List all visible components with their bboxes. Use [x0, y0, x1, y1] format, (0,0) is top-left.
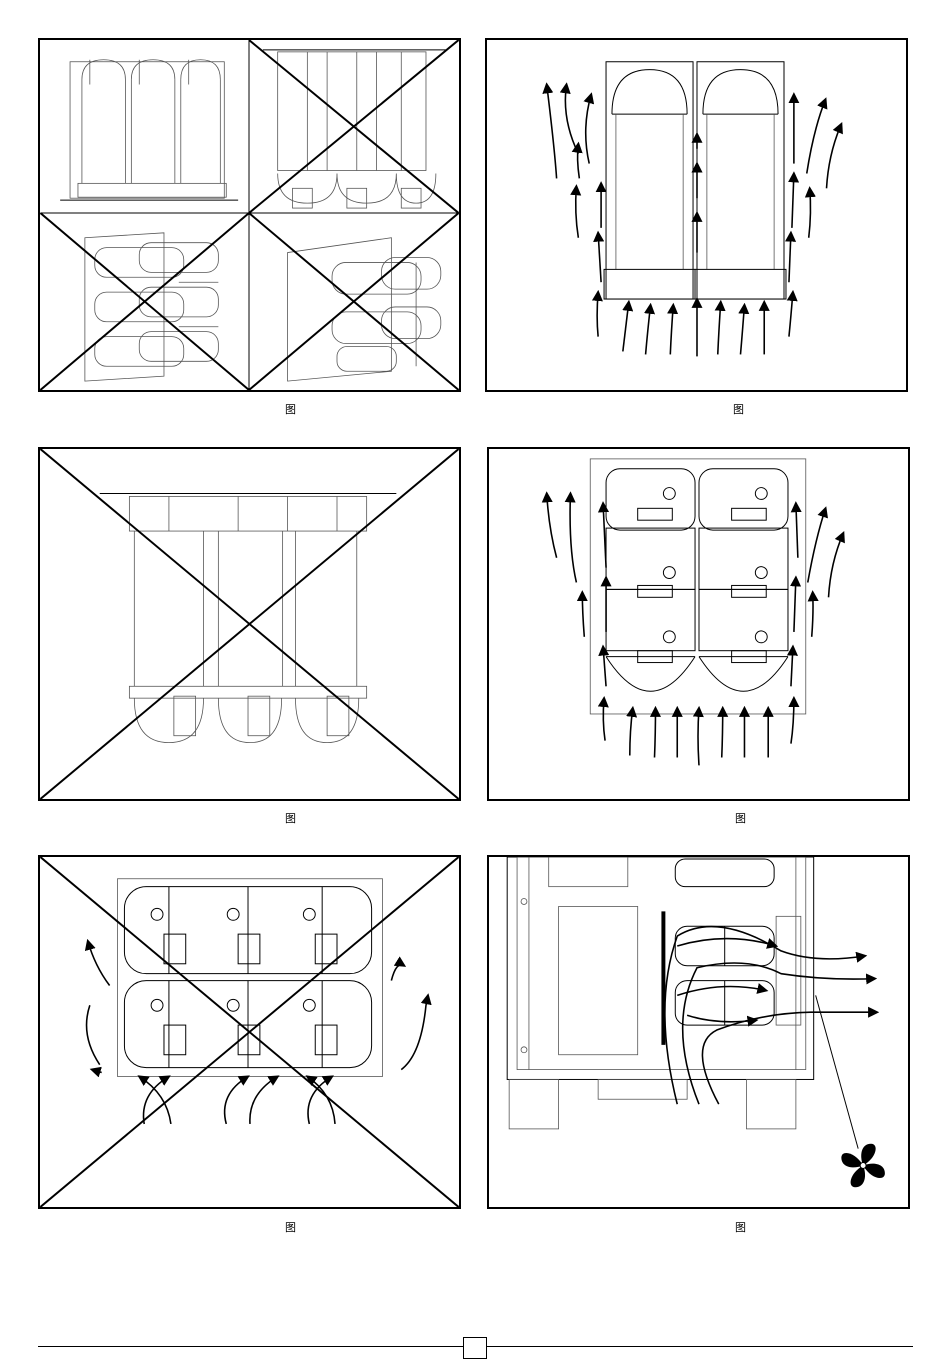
figure-5-caption: 图	[285, 1219, 322, 1235]
caption-label: 图	[285, 1219, 296, 1235]
reject-cross	[40, 857, 458, 1207]
capacitor-bank-horizontal-pair	[118, 879, 383, 1077]
figure-4-drawing	[489, 449, 908, 799]
airflow-arrows	[87, 941, 428, 1124]
figure-6-caption: 图	[735, 1219, 772, 1235]
cabinet-enclosure	[507, 857, 813, 1129]
figure-4-caption: 图	[735, 810, 772, 826]
capacitor-bank-upright	[604, 62, 786, 299]
airflow-arrows	[665, 927, 877, 1105]
caption-label: 图	[735, 810, 746, 826]
figure-6	[487, 855, 910, 1209]
caption-label: 图	[285, 401, 296, 417]
figure-3-caption: 图	[285, 810, 322, 826]
capacitor-bank-stacked-vertical	[590, 459, 806, 714]
figure-5	[38, 855, 461, 1209]
caption-label: 图	[285, 810, 296, 826]
figure-4	[487, 447, 910, 801]
figure-1	[38, 38, 461, 392]
figure-5-drawing	[40, 857, 459, 1207]
figure-2-caption: 图	[733, 401, 770, 417]
caption-label: 图	[735, 1219, 746, 1235]
figure-3	[38, 447, 461, 801]
capacitor-bank-upright-front	[60, 60, 238, 200]
figure-3-drawing	[40, 449, 459, 799]
airflow-arrows	[547, 84, 842, 356]
figure-2	[485, 38, 908, 392]
caption-label: 图	[733, 401, 744, 417]
page-number-box	[463, 1337, 487, 1359]
figure-2-drawing	[487, 40, 906, 390]
figure-1-caption: 图	[285, 401, 322, 417]
figure-6-drawing	[489, 857, 908, 1207]
figure-1-drawing	[40, 40, 459, 390]
fan-icon	[841, 1144, 885, 1188]
capacitor-bank-inverted-large	[100, 493, 397, 742]
reject-cross	[40, 449, 458, 799]
